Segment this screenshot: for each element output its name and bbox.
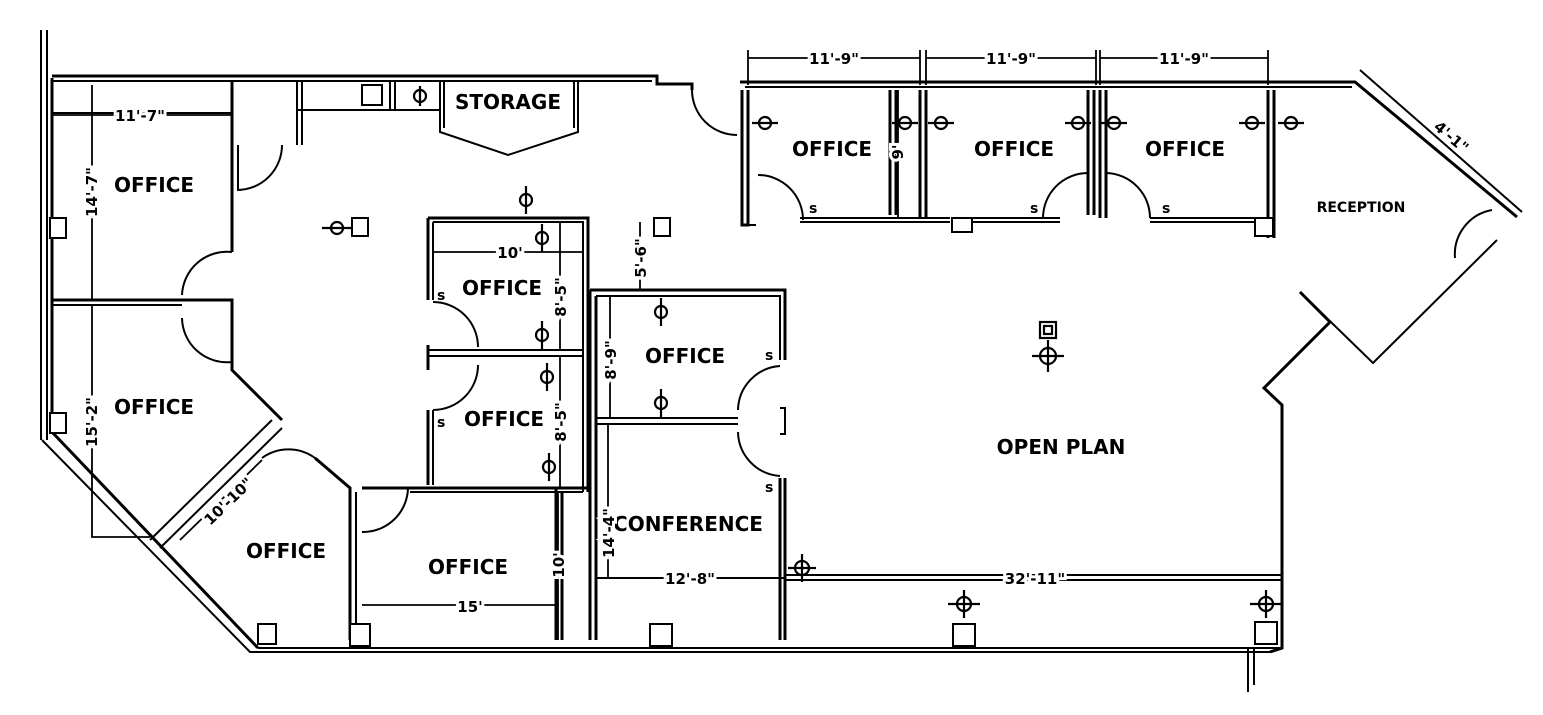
dim-conference-height: 14'-4" — [600, 508, 618, 558]
office-center-lower-label: OFFICE — [464, 407, 544, 431]
column — [649, 623, 673, 647]
outlet-icon — [534, 321, 550, 349]
dimension-lines — [52, 50, 1269, 640]
dim-bottom-office-height: 10' — [550, 552, 568, 577]
columns — [49, 84, 1278, 647]
column — [1254, 217, 1274, 237]
column — [1254, 621, 1278, 645]
dim-bottom-office-width: 15' — [457, 598, 482, 616]
reception-label: RECEPTION — [1317, 200, 1406, 216]
column — [361, 84, 383, 106]
outlet-icon — [653, 389, 669, 417]
floor-outlet-icon — [788, 554, 816, 582]
dim-right-office-height: 8'-9" — [602, 340, 620, 380]
outlet-icon — [541, 453, 557, 481]
room-labels: STORAGE OFFICE OFFICE OFFICE OFFICE OFFI… — [114, 90, 1405, 579]
dim-corridor-gap: 5'-6" — [632, 238, 650, 278]
dim-top-office-height: 9' — [889, 144, 907, 159]
office-diag-label: OFFICE — [246, 539, 326, 563]
floor-outlet-icon — [1032, 320, 1064, 372]
dim-center-lower-height: 8'-5" — [552, 402, 570, 442]
dim-top-office-1-width: 11'-9" — [809, 50, 859, 68]
office-top-2-label: OFFICE — [974, 137, 1054, 161]
switch-icon: s s s s s s s — [437, 201, 1170, 496]
outlet-icon — [1065, 115, 1091, 131]
outlet-icon — [892, 115, 918, 131]
interior-walls — [52, 81, 1282, 640]
doors — [181, 89, 1493, 534]
column — [952, 623, 976, 647]
column — [49, 217, 67, 239]
dim-top-left-height: 14'-7" — [83, 167, 101, 217]
open-plan-label: OPEN PLAN — [997, 435, 1126, 459]
dim-open-plan-width: 32'-11" — [1005, 570, 1065, 588]
svg-text:s: s — [765, 348, 773, 364]
outlet-icon — [534, 224, 550, 252]
office-top-left-label: OFFICE — [114, 173, 194, 197]
outlet-icon — [322, 220, 352, 236]
svg-text:s: s — [809, 201, 817, 217]
office-left-mid-label: OFFICE — [114, 395, 194, 419]
svg-text:s: s — [437, 288, 445, 304]
office-right-of-center-label: OFFICE — [645, 344, 725, 368]
svg-text:s: s — [1030, 201, 1038, 217]
floor-outlet-icon — [948, 590, 980, 618]
dim-center-office-width: 10' — [497, 244, 522, 262]
outlet-icon — [1101, 115, 1127, 131]
outlet-icon — [1239, 115, 1265, 131]
dim-top-office-2-width: 11'-9" — [986, 50, 1036, 68]
outlet-icon — [412, 86, 428, 106]
office-top-1-label: OFFICE — [792, 137, 872, 161]
outlet-icon — [1278, 115, 1304, 131]
exterior-walls — [40, 30, 1523, 692]
svg-text:s: s — [437, 415, 445, 431]
outlet-icon — [539, 363, 555, 391]
dim-top-office-3-width: 11'-9" — [1159, 50, 1209, 68]
outlet-icon — [518, 186, 534, 214]
storage-label: STORAGE — [455, 90, 561, 114]
dim-conference-width: 12'-8" — [665, 570, 715, 588]
svg-text:s: s — [765, 480, 773, 496]
dimension-labels: 11'-7" 14'-7" 15'-2" 10'-10" 15' 10' 10'… — [80, 47, 1475, 619]
dim-center-upper-height: 8'-5" — [552, 277, 570, 317]
column — [653, 217, 671, 237]
office-bottom-center-label: OFFICE — [428, 555, 508, 579]
floor-outlet-icon — [1250, 590, 1282, 618]
column — [951, 217, 973, 233]
column — [349, 623, 371, 647]
dim-top-left-width: 11'-7" — [115, 107, 165, 125]
outlet-icon — [752, 115, 778, 131]
outlet-icon — [653, 298, 669, 326]
office-top-3-label: OFFICE — [1145, 137, 1225, 161]
column — [351, 217, 369, 237]
conference-label: CONFERENCE — [613, 512, 763, 536]
dim-left-mid-height: 15'-2" — [83, 397, 101, 447]
column — [257, 623, 277, 645]
outlet-icon — [928, 115, 954, 131]
svg-text:s: s — [1162, 201, 1170, 217]
office-center-upper-label: OFFICE — [462, 276, 542, 300]
column — [49, 412, 67, 434]
outlet-symbols: s s s s s s s — [322, 86, 1304, 618]
